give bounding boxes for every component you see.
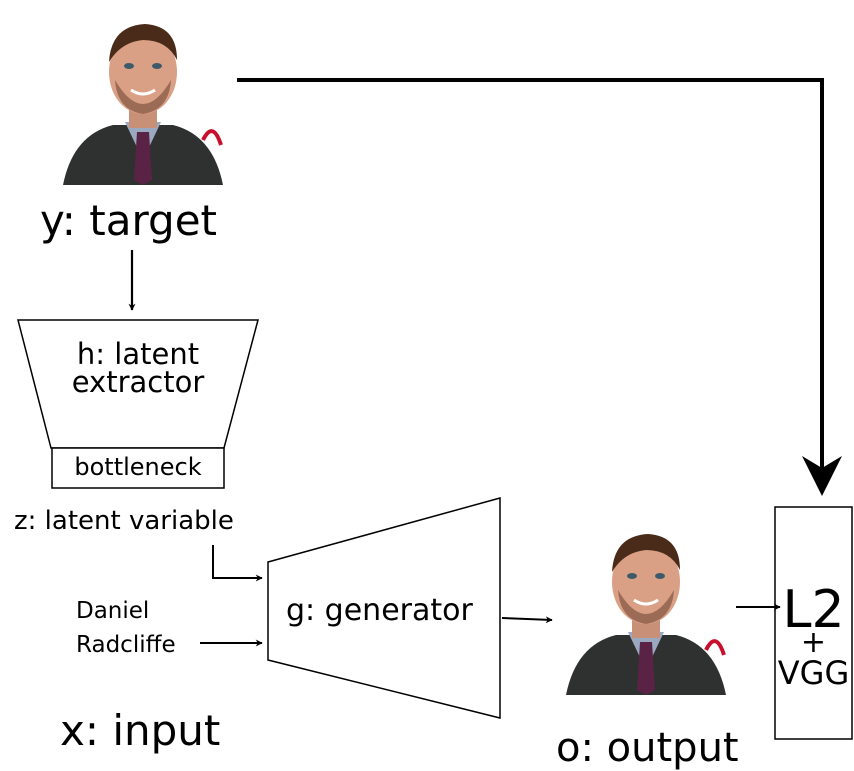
target-label: y: target [40,196,218,245]
extractor-label-line1: h: latent [76,337,200,371]
output-photo [554,518,738,697]
arrow-target-to-loss [237,78,842,496]
name-line2: Radcliffe [76,632,176,658]
loss-box [774,506,853,740]
bottleneck-box [51,447,225,489]
loss-vgg: VGG [777,654,850,692]
arrow-latent-to-generator [212,545,263,582]
extractor-label-line2: extractor [71,365,205,399]
generator-shape [267,497,501,719]
input-label: x: input [60,706,221,755]
loss-l2: L2 [782,580,845,640]
bottleneck-label: bottleneck [74,453,202,481]
target-photo [51,8,235,187]
output-label: o: output [556,725,739,771]
arrow-generator-to-output [501,616,553,624]
latent-label: z: latent variable [14,506,234,536]
loss-plus: + [800,625,827,660]
name-line1: Daniel [76,598,150,624]
generator-label: g: generator [286,593,473,628]
